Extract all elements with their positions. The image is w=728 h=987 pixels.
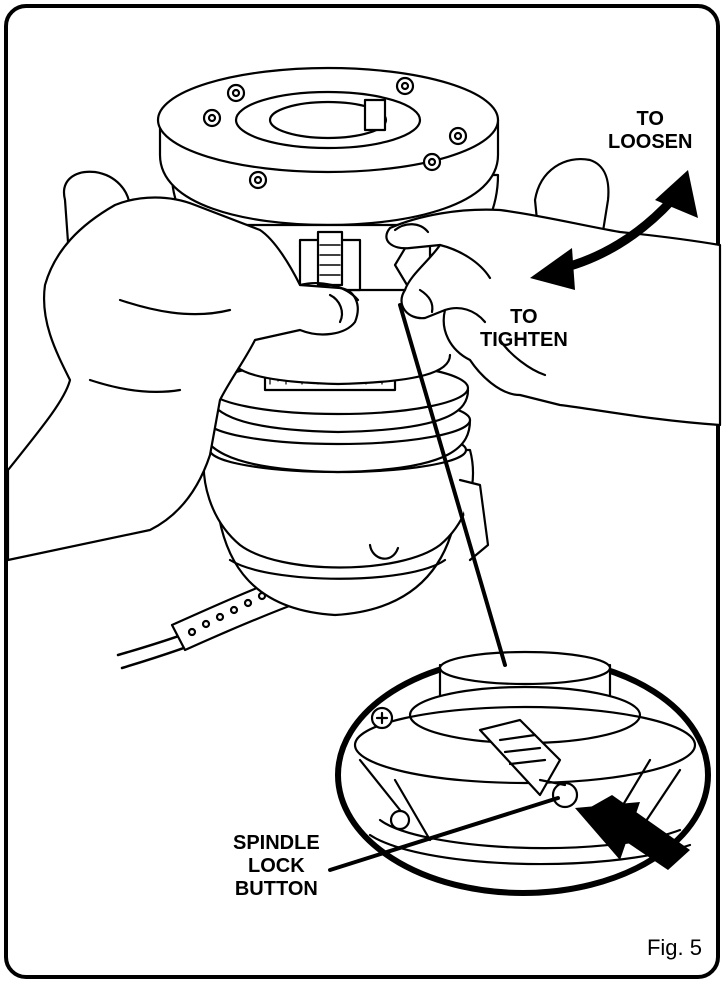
right-hand	[385, 208, 722, 427]
motor-housing	[198, 353, 490, 617]
spindle-lock-leader-line	[328, 796, 560, 872]
to-tighten-line1: TO	[510, 306, 538, 328]
to-loosen-line2: LOOSEN	[608, 131, 693, 153]
to-loosen-label: TO LOOSEN	[608, 108, 692, 154]
press-direction-arrow	[575, 795, 690, 870]
left-hand	[6, 196, 360, 562]
to-tighten-line2: TIGHTEN	[480, 329, 568, 351]
loosen-tighten-double-arrow	[530, 170, 698, 290]
to-loosen-line1: TO	[636, 108, 664, 130]
spindle-lock-line1: SPINDLE	[233, 832, 320, 854]
spindle-lock-line2: LOCK	[248, 855, 305, 877]
spindle-lock-line3: BUTTON	[234, 878, 318, 900]
figure-number-label: Fig. 5	[646, 935, 702, 960]
to-tighten-label: TO TIGHTEN	[480, 306, 568, 352]
detail-pointer-line	[398, 303, 507, 667]
spindle-lock-button-label: SPINDLE LOCK BUTTON	[233, 832, 320, 901]
